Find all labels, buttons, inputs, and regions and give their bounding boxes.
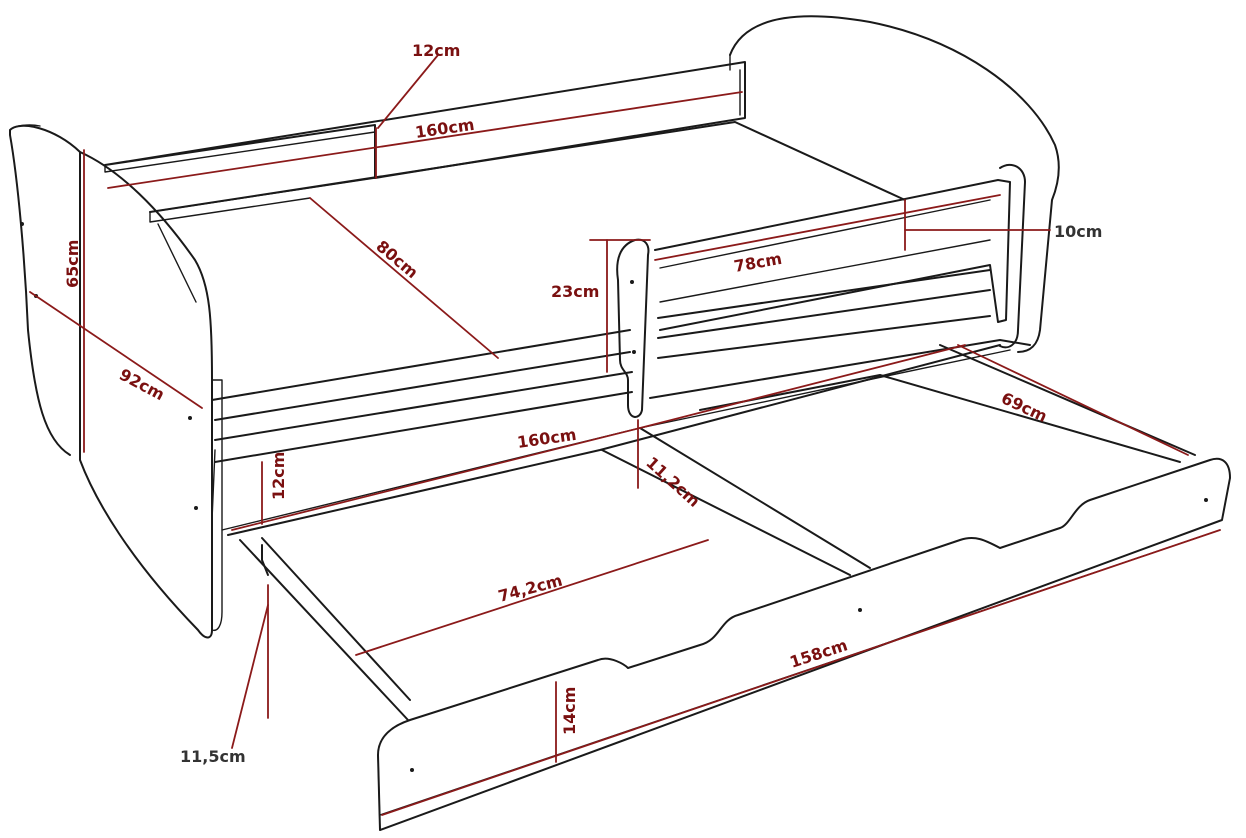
dim-drawer-compartment: 74,2cm (496, 571, 564, 606)
dim-mattress-width: 80cm (372, 237, 421, 283)
dim-headboard-height: 65cm (63, 240, 82, 288)
dim-bed-length: 160cm (516, 425, 578, 452)
dim-guard-rail-board: 10cm (1054, 222, 1102, 241)
dim-backrest-length: 160cm (414, 115, 476, 142)
bed-outline (9, 15, 1231, 831)
mattress-surface (149, 121, 906, 303)
dim-guard-rail-length: 78cm (732, 249, 783, 276)
dim-drawer-depth: 69cm (998, 388, 1050, 426)
dimension-labels: 12cm 160cm 65cm 92cm 80cm 23cm 78cm 10cm… (63, 41, 1102, 766)
front-frame (211, 269, 1031, 531)
dim-frame-height: 12cm (269, 452, 288, 500)
dim-backrest-height: 12cm (412, 41, 460, 60)
drawer (227, 344, 1231, 831)
right-headboard (729, 15, 1060, 353)
dim-drawer-height: 14cm (560, 687, 579, 735)
guard-rail (616, 163, 1026, 418)
dim-guard-rail-height: 23cm (551, 282, 599, 301)
dimension-lines (29, 54, 1221, 816)
dim-headboard-width: 92cm (116, 365, 168, 405)
left-headboard (9, 124, 223, 639)
dim-drawer-clearance: 11,5cm (180, 747, 246, 766)
